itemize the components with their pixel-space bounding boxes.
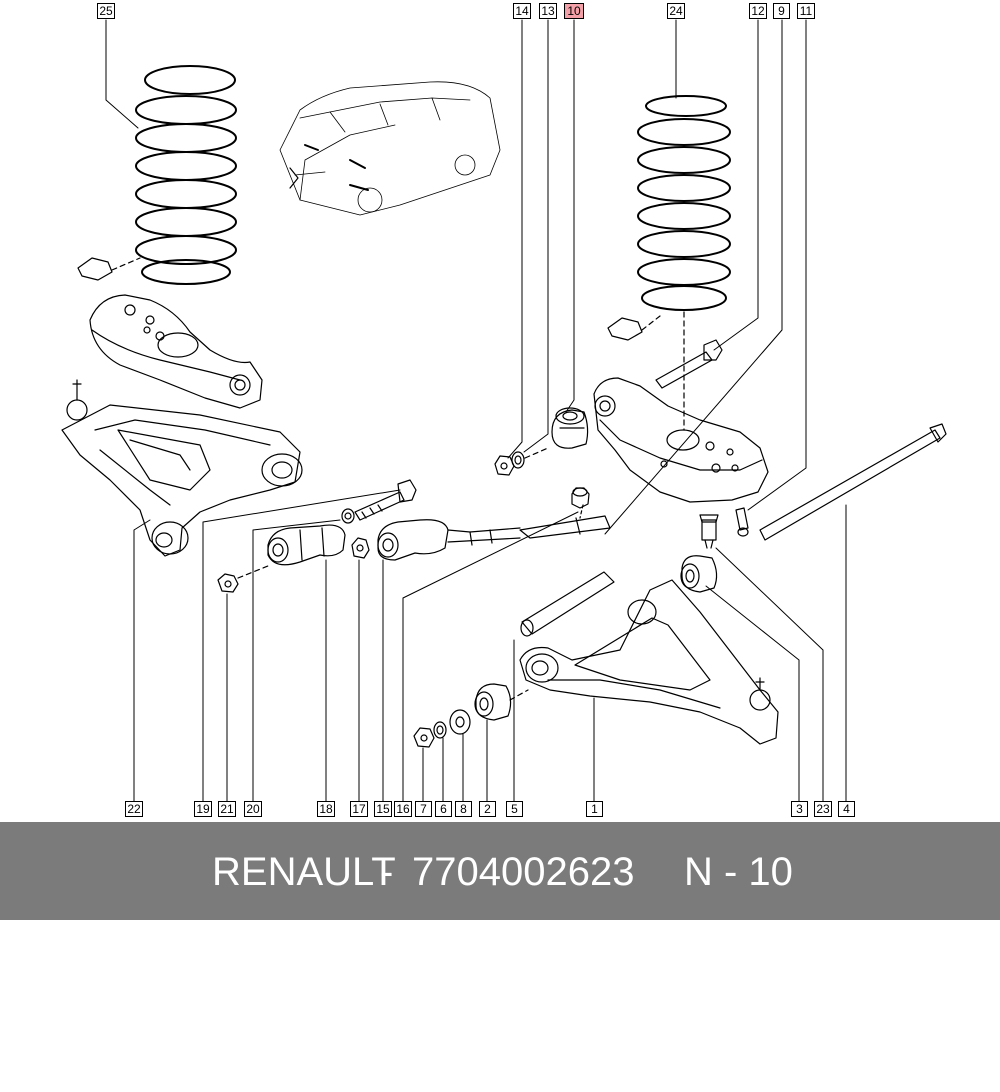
- washer-13: [511, 451, 525, 469]
- callout-3[interactable]: 3: [791, 801, 808, 817]
- callout-19[interactable]: 19: [194, 801, 212, 817]
- bushing-18: [267, 524, 346, 566]
- screw-23: [699, 514, 719, 549]
- torsion-bar-4: [759, 423, 947, 541]
- callout-17[interactable]: 17: [350, 801, 368, 817]
- bushing-10: [551, 407, 589, 449]
- callout-13[interactable]: 13: [539, 3, 557, 19]
- callout-21[interactable]: 21: [218, 801, 236, 817]
- nut-21: [217, 573, 239, 593]
- nut-14: [494, 455, 515, 476]
- nut-17: [351, 537, 370, 559]
- suspension-exploded-diagram: [61, 19, 947, 803]
- callout-6[interactable]: 6: [435, 801, 452, 817]
- callout-2[interactable]: 2: [479, 801, 496, 817]
- bolt-12: [655, 339, 723, 389]
- callout-1[interactable]: 1: [586, 801, 603, 817]
- leader-lines: [105, 19, 847, 803]
- upper-control-arm-left: [89, 294, 263, 409]
- callout-14[interactable]: 14: [513, 3, 531, 19]
- callout-23[interactable]: 23: [814, 801, 832, 817]
- callout-8[interactable]: 8: [455, 801, 472, 817]
- left-coil-spring: [135, 65, 237, 285]
- callout-4[interactable]: 4: [838, 801, 855, 817]
- diagram-code: N - 10: [684, 850, 793, 894]
- callout-25[interactable]: 25: [97, 3, 115, 19]
- washer-6: [433, 721, 447, 739]
- callout-16[interactable]: 16: [394, 801, 412, 817]
- plate-8: [449, 709, 471, 735]
- right-spring-seat-marker: [607, 317, 643, 341]
- nut-7: [413, 727, 435, 748]
- bushing-2: [474, 683, 512, 721]
- callout-18[interactable]: 18: [317, 801, 335, 817]
- footer-separator: -: [380, 850, 394, 894]
- callout-5[interactable]: 5: [506, 801, 523, 817]
- callout-11[interactable]: 11: [797, 3, 815, 19]
- callout-22[interactable]: 22: [125, 801, 143, 817]
- upper-control-arm-right: [593, 377, 769, 503]
- parts-diagram-page: 25 14 13 10 24 12 9 11 22 19 21 20 18 17…: [0, 3, 1000, 920]
- sleeve-5: [520, 571, 615, 637]
- vehicle-thumbnail: [279, 81, 501, 216]
- callout-10-highlighted[interactable]: 10: [564, 3, 584, 19]
- washer-20: [341, 508, 355, 524]
- callout-7[interactable]: 7: [415, 801, 432, 817]
- left-spring-seat-marker: [77, 257, 113, 281]
- bushing-3: [680, 555, 718, 593]
- lower-control-arm-left: [61, 379, 303, 557]
- right-coil-spring: [637, 95, 731, 311]
- bushing-16: [519, 487, 611, 539]
- callout-9[interactable]: 9: [773, 3, 790, 19]
- footer-bar: RENAULT - 7704002623 N - 10: [0, 822, 1000, 920]
- brand-name: RENAULT: [212, 850, 396, 894]
- callout-15[interactable]: 15: [374, 801, 392, 817]
- callout-24[interactable]: 24: [667, 3, 685, 19]
- part-number: 7704002623: [412, 850, 635, 894]
- tie-rod-15: [377, 519, 521, 561]
- bolt-19: [354, 479, 417, 521]
- screw-11: [735, 507, 749, 537]
- callout-20[interactable]: 20: [244, 801, 262, 817]
- callout-12[interactable]: 12: [749, 3, 767, 19]
- lower-control-arm-right: [519, 579, 779, 745]
